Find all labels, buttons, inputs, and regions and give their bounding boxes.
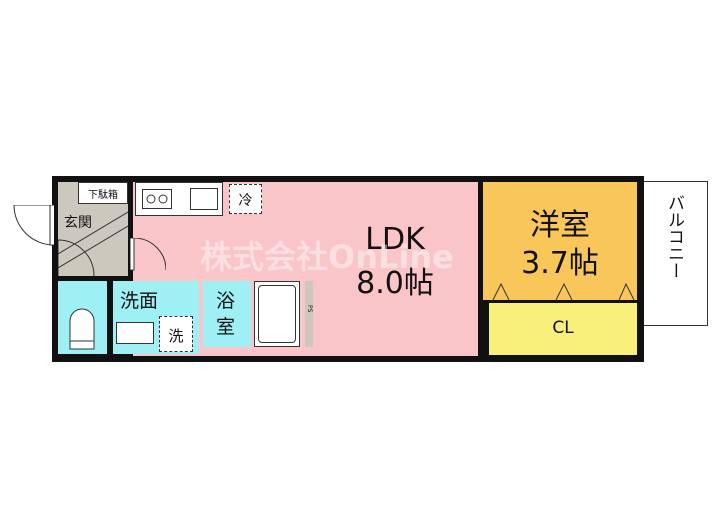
shoe-box: 下駄箱 (78, 182, 128, 204)
ldk-door[interactable] (129, 237, 167, 278)
stove-icon (142, 189, 172, 209)
washroom-label: 洗面 (120, 290, 159, 312)
toilet-room (58, 281, 107, 354)
washer-space: 洗 (159, 316, 193, 352)
balcony: バルコニー (644, 181, 708, 326)
entry-door[interactable] (8, 204, 57, 247)
fridge-space: 冷 (229, 184, 262, 214)
pipe-space: PS (305, 281, 313, 347)
western-name: 洋室 (530, 208, 590, 243)
ldk-size: 8.0帖 (356, 266, 434, 301)
toilet-icon (69, 308, 95, 350)
bathroom (203, 281, 251, 347)
sink-icon (190, 188, 218, 210)
western-room (483, 182, 637, 300)
bath-label-1: 浴 (216, 290, 236, 312)
entrance-label: 玄関 (64, 215, 92, 231)
western-size: 3.7帖 (521, 246, 599, 281)
closet: CL (489, 303, 637, 355)
bathtub (254, 281, 300, 347)
wash-basin (116, 322, 154, 344)
kitchen-counter (135, 182, 223, 216)
watermark: 株式会社OnLine (200, 238, 454, 276)
ldk-name: LDK (365, 222, 425, 257)
bath-label-2: 室 (216, 316, 236, 338)
